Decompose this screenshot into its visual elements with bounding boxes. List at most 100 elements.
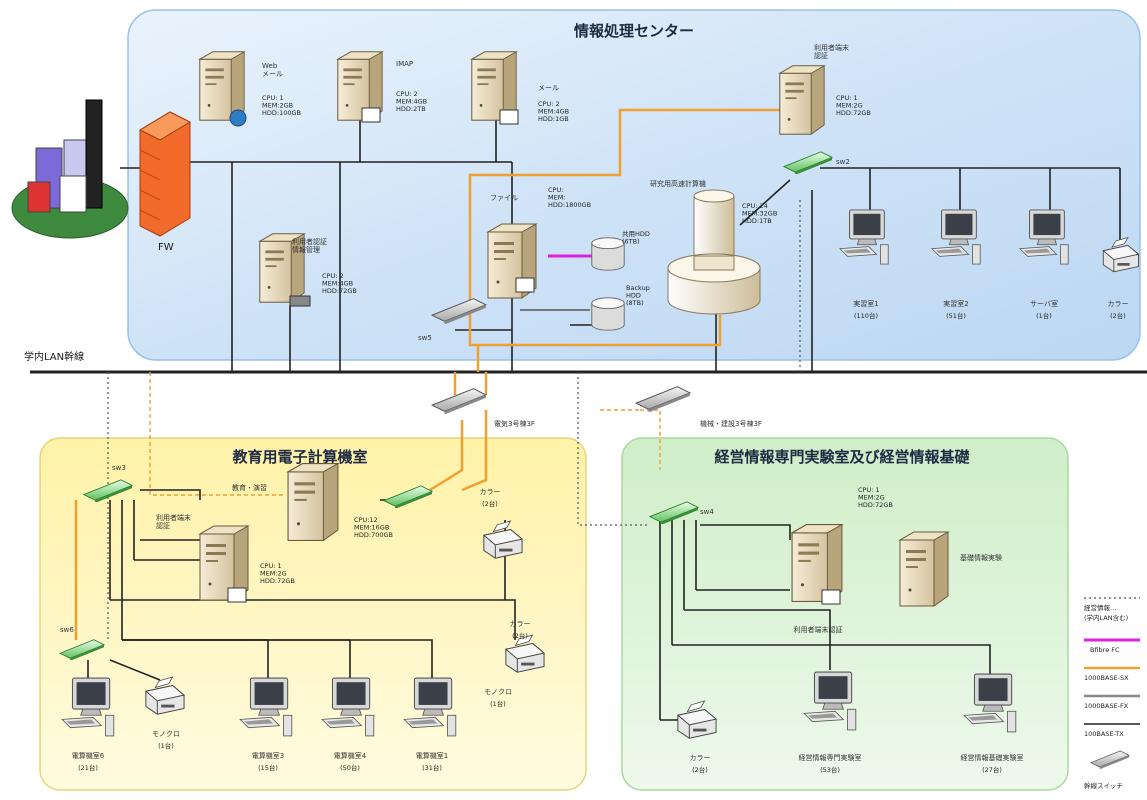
- legend-label-1: (学内LAN含む): [1084, 613, 1128, 622]
- fiber-links: [429, 108, 780, 492]
- imap-server-name: IMAP: [396, 60, 413, 68]
- sw3-label: sw3: [112, 464, 126, 472]
- biz-pro-name: 経営情報専門実験室: [799, 753, 862, 762]
- tape-icon: [289, 295, 311, 307]
- lab-color-count: (2台): [482, 499, 498, 508]
- lab-mono-2-name: モノクロ: [484, 688, 512, 696]
- firewall-label: FW: [158, 242, 174, 253]
- lab-mono-2-count: (1台): [490, 699, 506, 708]
- calc1-count: (31台): [422, 763, 442, 772]
- lab-color-2-name: カラー: [510, 620, 531, 628]
- auth-server-icon: [779, 65, 825, 135]
- legend-label-2: Bfibre FC: [1090, 646, 1120, 654]
- lab-backbone-switch-icon: [431, 388, 487, 414]
- file-doc-icon: [515, 277, 535, 293]
- region-center-title: 情報処理センター: [574, 22, 694, 40]
- hpc-name: 研究用高速計算機: [650, 179, 706, 188]
- server-room-name: サーバ室: [1030, 299, 1058, 308]
- region-center: [127, 9, 1141, 361]
- globe-icon: [229, 109, 247, 127]
- edu-server-icon: [287, 463, 339, 541]
- internet-icon: [11, 99, 129, 239]
- server-room-count: (1台): [1036, 311, 1052, 320]
- room1-name: 実習室1: [853, 299, 878, 308]
- mail-doc-icon: [361, 107, 381, 123]
- calc3-count: (15台): [258, 763, 278, 772]
- file-server-spec: CPU:MEM:HDD:1800GB: [548, 186, 591, 209]
- lab-backbone-switch-label: 電気3号棟3F: [494, 419, 535, 428]
- sw4-label: sw4: [700, 508, 714, 516]
- shared-hdd-icon: [591, 237, 625, 271]
- sw6-label: sw6: [60, 626, 74, 634]
- shared-hdd-label: 共用HDD(6TB): [622, 229, 650, 245]
- biz-backbone-switch-label: 機械・建設3号棟3F: [700, 419, 762, 428]
- legend-label-0: 経営情報…: [1084, 603, 1117, 612]
- biz-base-server-icon: [899, 531, 949, 607]
- legend-label-4: 1000BASE-FX: [1084, 702, 1129, 710]
- calc1-name: 電算機室1: [416, 751, 448, 760]
- auth-server-name: 利用者端末認証: [814, 43, 849, 60]
- region-biz-title: 経営情報専門実験室及び経営情報基礎: [714, 448, 970, 466]
- hpc-icon: [667, 189, 761, 315]
- legend: 経営情報… (学内LAN含む) Bfibre FC 1000BASE-SX 10…: [1084, 597, 1140, 790]
- biz-links: [659, 520, 991, 721]
- biz-basic-name: 経営情報基礎実験室: [961, 753, 1024, 762]
- mail-doc-icon-2: [499, 109, 519, 125]
- lab-auth-server-name: 利用者端末認証: [156, 513, 191, 530]
- room2-count: (51台): [946, 311, 966, 320]
- center-links: [120, 120, 1121, 372]
- edu-server-name: 教育・演習: [232, 483, 267, 492]
- legend-label-5: 100BASE-TX: [1084, 730, 1124, 738]
- userdir-server-name: 利用者認証情報管理: [292, 237, 327, 254]
- lab-color-2-count: (2台): [512, 631, 528, 640]
- color-center-name: カラー: [1108, 300, 1129, 308]
- biz-basic-count: (27台): [982, 765, 1002, 774]
- lab-auth-doc-icon: [227, 587, 247, 603]
- sw2-label: sw2: [836, 158, 850, 166]
- region-lab-title: 教育用電子計算機室: [231, 448, 367, 466]
- biz-color-count: (2台): [692, 765, 708, 774]
- legend-label-3: 1000BASE-SX: [1084, 674, 1129, 682]
- lab-color-name: カラー: [480, 488, 501, 496]
- calc4-count: (50台): [340, 763, 360, 772]
- color-center-count: (2台): [1110, 311, 1126, 320]
- biz-color-name: カラー: [690, 754, 711, 762]
- dotted-links: [107, 200, 801, 640]
- region-biz: [621, 437, 1069, 791]
- room2-name: 実習室2: [943, 299, 968, 308]
- backup-hdd-icon: [591, 297, 625, 331]
- biz-auth-doc-icon: [821, 589, 841, 605]
- backbone-lan-label: 学内LAN幹線: [24, 350, 84, 363]
- sw5-label: sw5: [418, 334, 432, 342]
- legend-switch-icon: [1090, 750, 1130, 770]
- room1-count: (110台): [854, 311, 878, 320]
- dashed-orange-links: [149, 372, 661, 496]
- legend-label-6: 幹線スイッチ: [1084, 781, 1123, 790]
- calc6-name: 電算機室6: [72, 751, 105, 760]
- lab-mono-name: モノクロ: [152, 730, 180, 738]
- mail-server-name: メール: [538, 84, 559, 92]
- file-server-name: ファイル: [490, 194, 518, 202]
- calc4-name: 電算機室4: [334, 751, 367, 760]
- calc6-count: (21台): [78, 763, 98, 772]
- biz-backbone-switch-icon: [635, 386, 691, 412]
- calc3-name: 電算機室3: [252, 751, 284, 760]
- lab-mono-count: (1台): [158, 741, 174, 750]
- sw6-links: [87, 659, 161, 681]
- biz-pro-count: (53台): [820, 765, 840, 774]
- biz-base-server-name: 基礎情報実験: [960, 553, 1002, 562]
- biz-auth-server-name: 利用者端末認証: [794, 625, 843, 634]
- firewall-icon: [138, 111, 192, 237]
